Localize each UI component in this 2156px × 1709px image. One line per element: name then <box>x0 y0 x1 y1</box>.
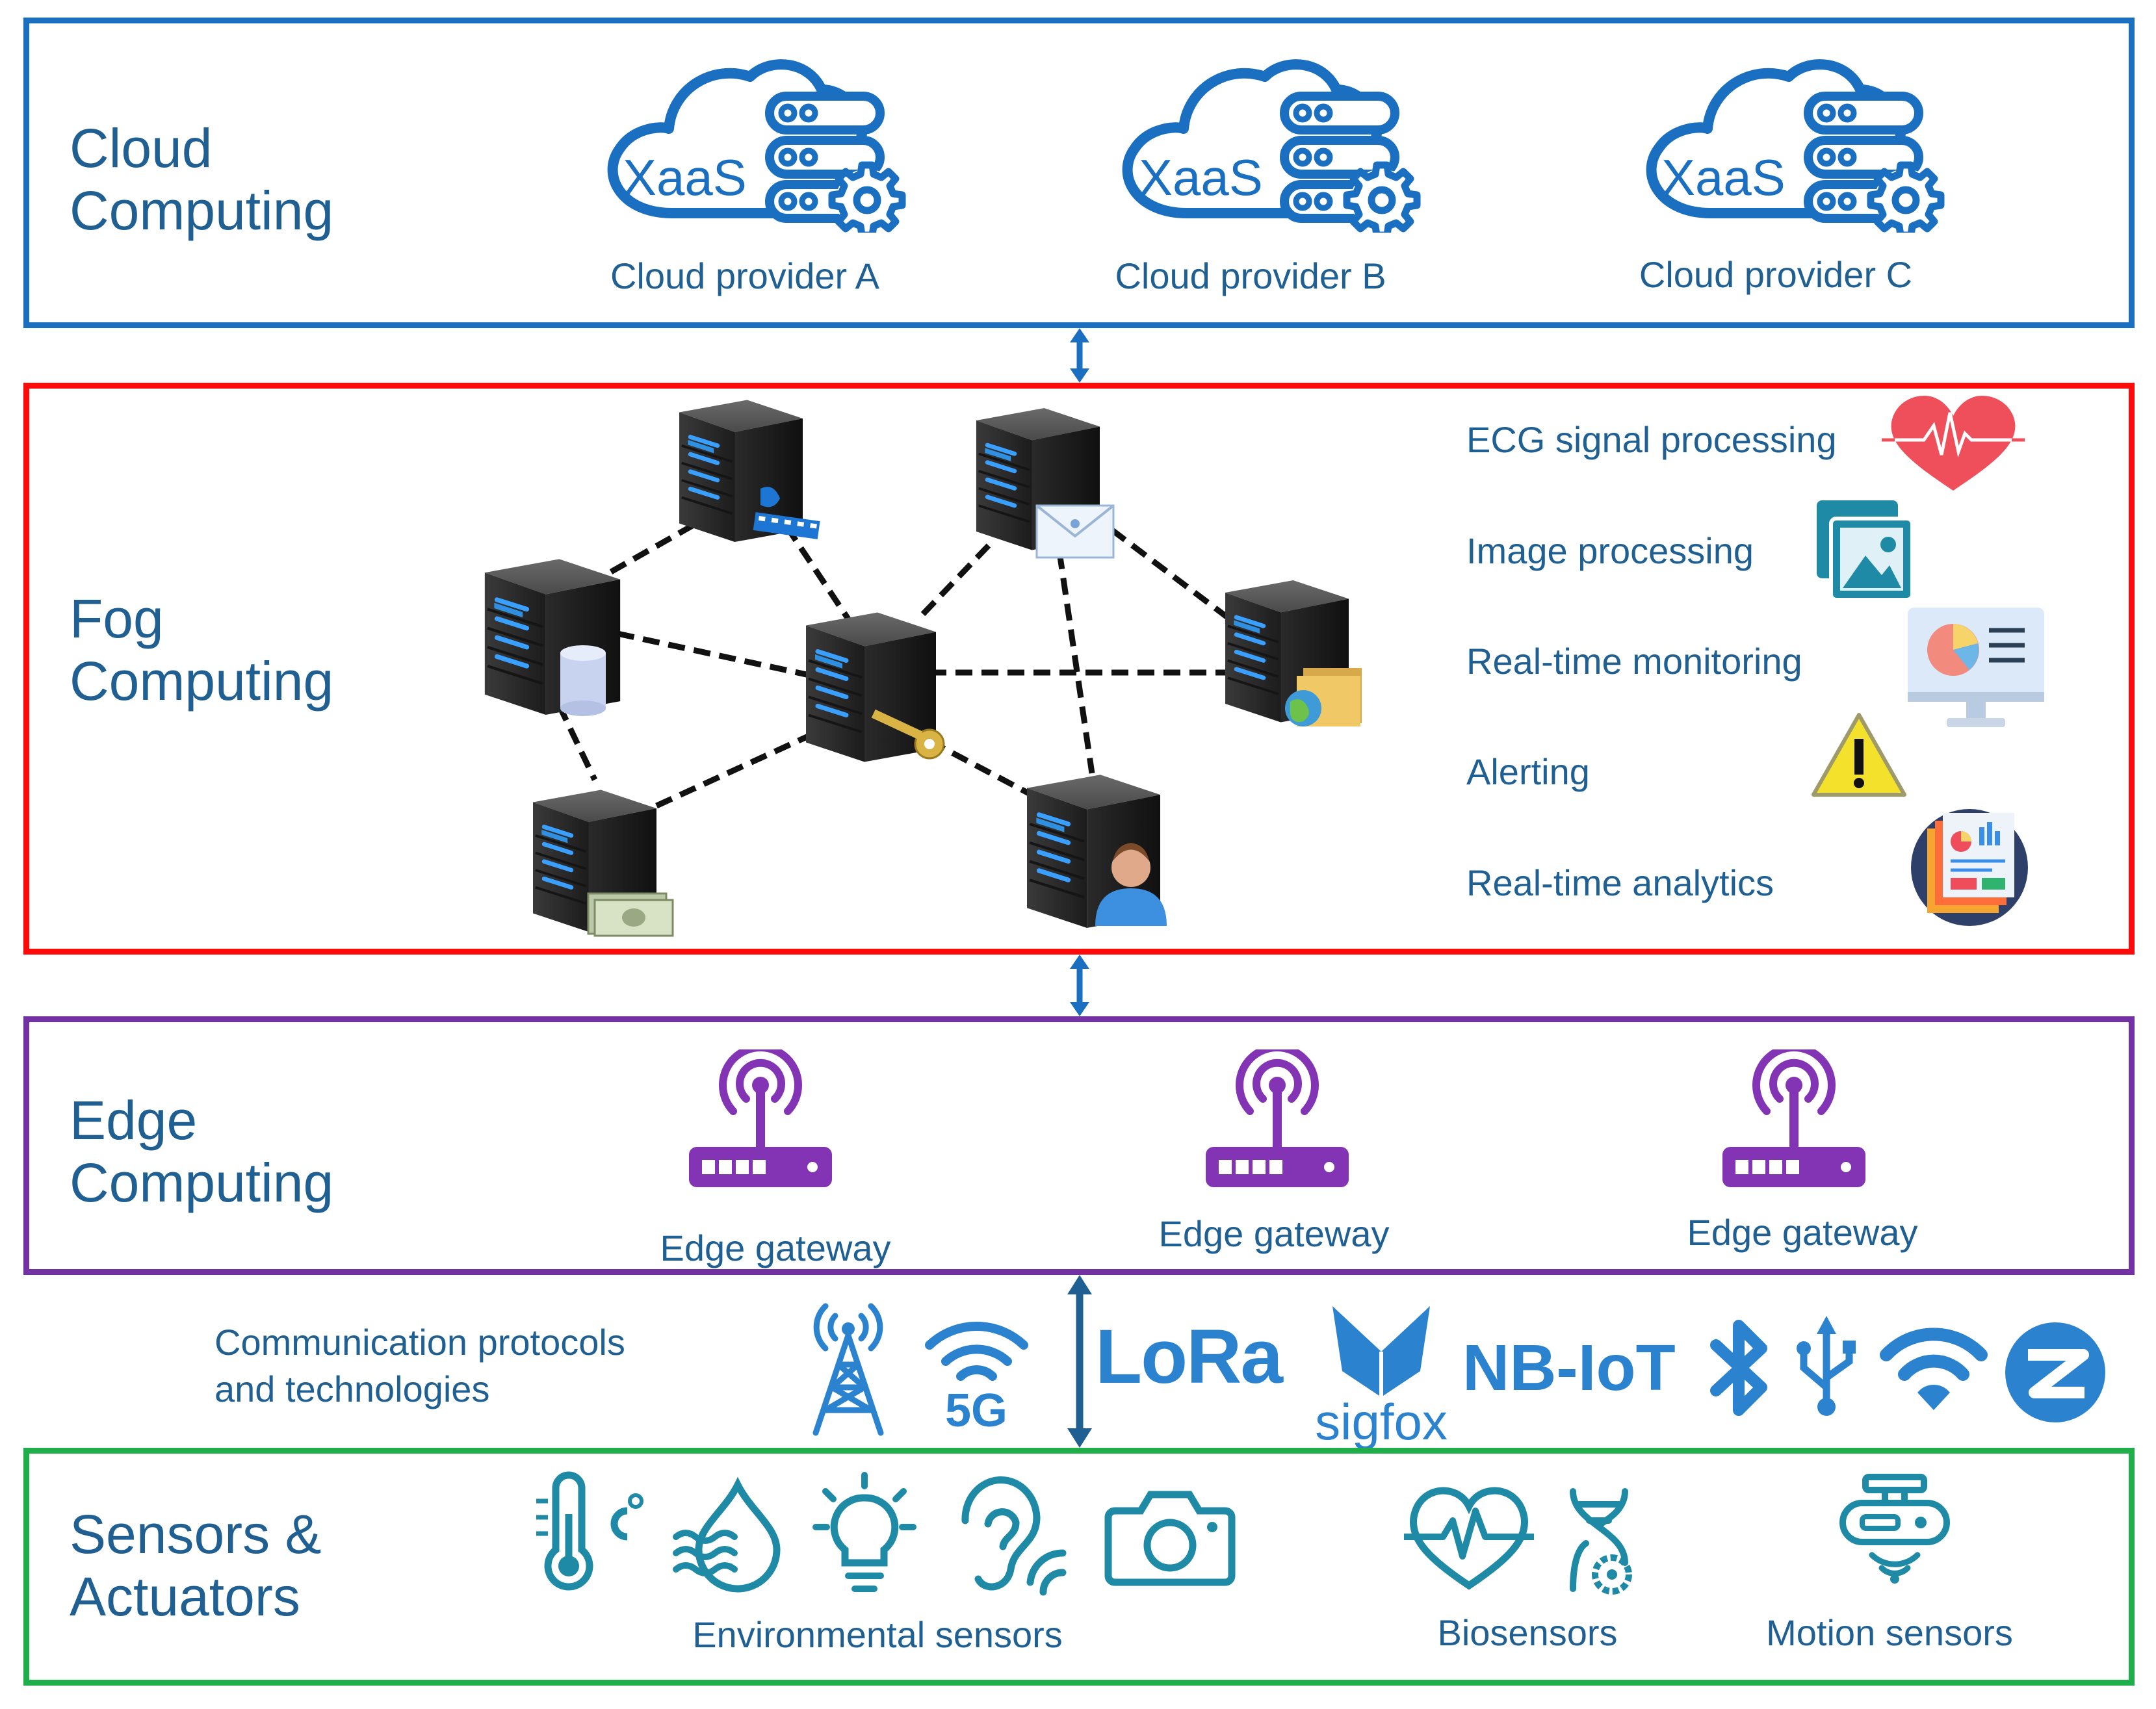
wifi-router-icon <box>682 1049 838 1199</box>
fog-service-label: ECG signal processing <box>1466 419 1837 460</box>
wifi-icon <box>1880 1328 1988 1410</box>
xaas-badge: XaaS <box>1139 149 1263 206</box>
ear-icon <box>961 1476 1067 1596</box>
cell-tower-icon <box>812 1303 884 1436</box>
film-strip-icon <box>753 487 820 539</box>
folder-globe-icon <box>1285 668 1362 726</box>
edge-gateway-label: Edge gateway <box>1687 1212 1918 1253</box>
nb-iot-logo: NB-IoT <box>1462 1331 1676 1404</box>
cloud-provider-label: Cloud provider C <box>1639 254 1913 295</box>
cloud-layer-title: Cloud Computing <box>70 118 334 241</box>
bluetooth-icon <box>1710 1320 1767 1416</box>
fog-edge-arrow <box>1070 955 1089 1016</box>
fog-service-label: Real-time monitoring <box>1466 641 1802 682</box>
fog-service-label: Alerting <box>1466 751 1590 792</box>
analytics-report-icon <box>1911 809 2028 926</box>
sensor-group-label: Biosensors <box>1437 1612 1618 1653</box>
heart-ecg-icon <box>1882 396 2025 491</box>
usb-icon <box>1797 1316 1856 1416</box>
wifi-router-icon <box>1199 1049 1355 1199</box>
image-gallery-icon <box>1817 500 1914 602</box>
edge-computing-layer: Edge Computing <box>23 1016 2135 1275</box>
thermometer-icon <box>536 1471 643 1591</box>
fog-service-label: Real-time analytics <box>1466 862 1774 903</box>
sigfox-logo-icon: sigfox <box>1315 1306 1448 1450</box>
light-bulb-icon <box>812 1472 916 1592</box>
zigbee-icon <box>2005 1322 2105 1422</box>
edge-sensor-arrow <box>1067 1275 1092 1448</box>
edge-gateway-label: Edge gateway <box>1158 1213 1390 1254</box>
heart-rate-icon <box>1404 1487 1534 1590</box>
wifi-router-icon <box>1716 1049 1872 1199</box>
xaas-badge: XaaS <box>623 149 747 206</box>
sensors-layer-title: Sensors & Actuators <box>70 1504 322 1627</box>
sensor-group-label: Environmental sensors <box>692 1614 1063 1655</box>
camera-icon <box>1104 1491 1236 1586</box>
cloud-provider-label: Cloud provider A <box>610 255 880 296</box>
5g-label: 5G <box>945 1385 1007 1437</box>
database-icon <box>560 645 606 716</box>
5g-signal-icon: 5G <box>925 1322 1028 1437</box>
xaas-badge: XaaS <box>1661 149 1786 206</box>
fog-servers <box>485 400 1349 932</box>
sensors-actuators-layer: Sensors & Actuators <box>23 1448 2135 1686</box>
envelope-icon <box>1035 504 1115 559</box>
key-icon <box>871 709 945 760</box>
sigfox-label: sigfox <box>1315 1393 1448 1450</box>
money-icon <box>587 892 674 937</box>
edge-layer-title: Edge Computing <box>70 1090 334 1213</box>
monitor-dashboard-icon <box>1908 608 2044 727</box>
warning-triangle-icon <box>1812 713 1906 797</box>
cloud-provider-label: Cloud provider B <box>1115 255 1386 296</box>
communication-protocols-label: Communication protocols and technologies <box>214 1322 625 1409</box>
lora-logo: LoRa <box>1095 1314 1283 1400</box>
cloud-computing-layer: Cloud Computing <box>23 18 2135 328</box>
edge-gateway-label: Edge gateway <box>660 1227 891 1268</box>
water-drop-icon <box>673 1476 781 1593</box>
cloud-fog-arrow <box>1070 328 1089 383</box>
fog-layer-title: Fog Computing <box>70 588 334 712</box>
dna-gear-icon <box>1570 1488 1632 1595</box>
sensor-group-label: Motion sensors <box>1766 1612 2013 1653</box>
motion-sensor-icon <box>1839 1474 1950 1584</box>
fog-service-label: Image processing <box>1466 530 1754 571</box>
user-icon <box>1095 843 1167 926</box>
